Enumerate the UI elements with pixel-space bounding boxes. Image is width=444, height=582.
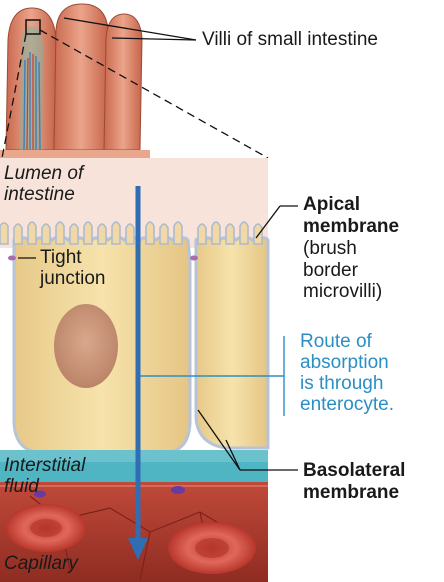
apical-line1: Apical	[303, 194, 361, 215]
villi-inset	[0, 3, 150, 158]
tight-junction-line2: junction	[40, 267, 106, 289]
route-line3: is through	[300, 372, 384, 394]
tight-junction-line1: Tight	[40, 247, 82, 268]
basolateral-line1: Basolateral	[303, 460, 406, 481]
absorption-arrowhead	[128, 538, 148, 560]
lumen-label: Lumen of intestine	[4, 163, 84, 206]
route-line1: Route of	[300, 331, 372, 352]
interstitial-fluid-label: Interstitial fluid	[4, 455, 86, 498]
apical-line3: (brush	[303, 237, 357, 259]
villus-right	[103, 13, 143, 151]
interstitial-line2: fluid	[4, 475, 39, 497]
lumen-label-line2: intestine	[4, 183, 75, 205]
capillary-label: Capillary	[4, 553, 78, 574]
enterocyte-right	[194, 236, 270, 450]
apical-line4: border	[303, 259, 358, 281]
nucleus	[54, 304, 118, 388]
tight-junction-left	[8, 255, 16, 261]
tight-junction-label: Tight junction	[40, 247, 106, 290]
villus-middle	[53, 3, 109, 151]
route-line2: absorption	[300, 351, 389, 373]
interstitial-line1: Interstitial	[4, 455, 86, 476]
route-label: Route of absorption is through enterocyt…	[300, 331, 394, 416]
basolateral-membrane-label: Basolateral membrane	[303, 460, 405, 504]
lumen-label-line1: Lumen of	[4, 163, 84, 184]
apical-line5: microvilli)	[303, 281, 383, 303]
magnify-box	[25, 19, 41, 35]
apical-membrane-label: Apical membrane (brush border microvilli…	[303, 194, 399, 303]
villi-label: Villi of small intestine	[202, 29, 379, 50]
tight-junction-right	[190, 255, 198, 261]
route-line4: enterocyte.	[300, 393, 394, 415]
detail-panel	[0, 158, 270, 582]
microvilli	[0, 221, 263, 245]
apical-line2: membrane	[303, 215, 400, 237]
basolateral-line2: membrane	[303, 481, 400, 503]
villus-left-core	[20, 26, 43, 150]
